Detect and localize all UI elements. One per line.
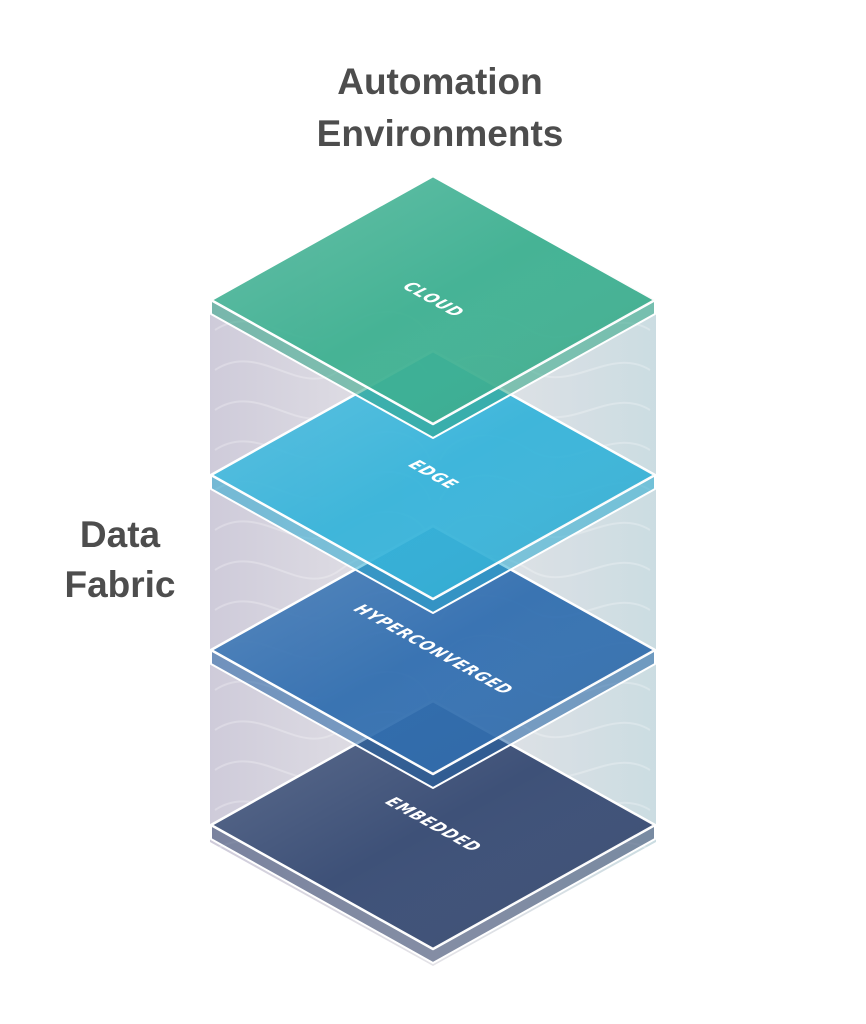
side-label-line-1: Data [79, 514, 161, 555]
data-fabric-label: Data Fabric [40, 510, 200, 610]
layer-sheen [211, 701, 655, 949]
diagram-title: Automation Environments [250, 56, 630, 160]
layer-hyperconverged: HYPERCONVERGED [209, 524, 657, 789]
layer-cloud: CLOUD [209, 174, 657, 439]
title-line-2: Environments [316, 113, 564, 154]
title-line-1: Automation [337, 61, 543, 102]
layer-sheen [211, 351, 655, 599]
layer-embedded: EMBEDDED [209, 699, 657, 964]
layer-sheen [211, 526, 655, 774]
layer-edge: EDGE [209, 349, 657, 614]
side-label-line-2: Fabric [64, 564, 176, 605]
layer-sheen [211, 176, 655, 424]
